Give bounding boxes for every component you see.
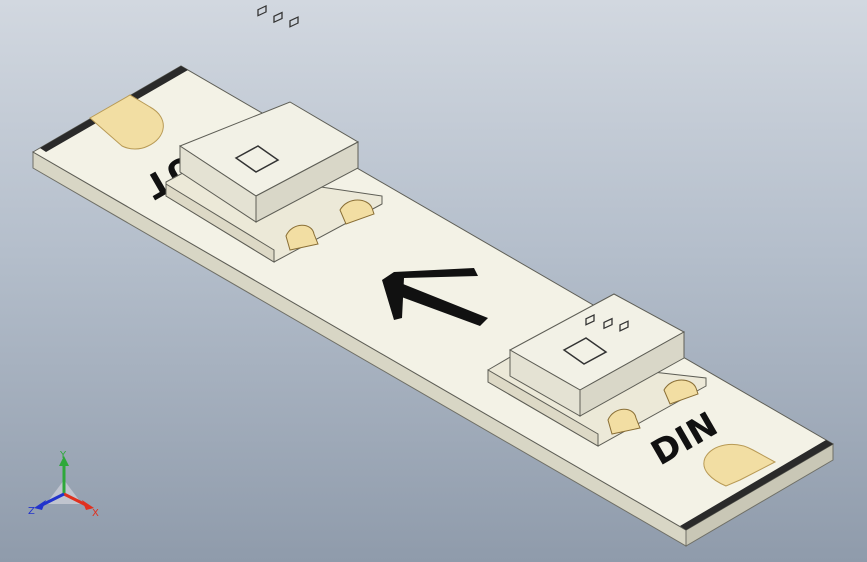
pad-dout: [89, 94, 164, 150]
coordinate-triad-icon[interactable]: Y X Z: [24, 448, 104, 524]
pad-din: [703, 443, 777, 487]
led-package-1[interactable]: [165, 5, 383, 263]
triad-z-label: Z: [28, 506, 35, 517]
led-package-2[interactable]: [487, 293, 707, 447]
triad-x-label: X: [92, 508, 99, 519]
triad-y-label: Y: [59, 450, 67, 461]
board-edge-strip-right: [680, 440, 833, 530]
direction-arrow-icon: [382, 268, 488, 326]
